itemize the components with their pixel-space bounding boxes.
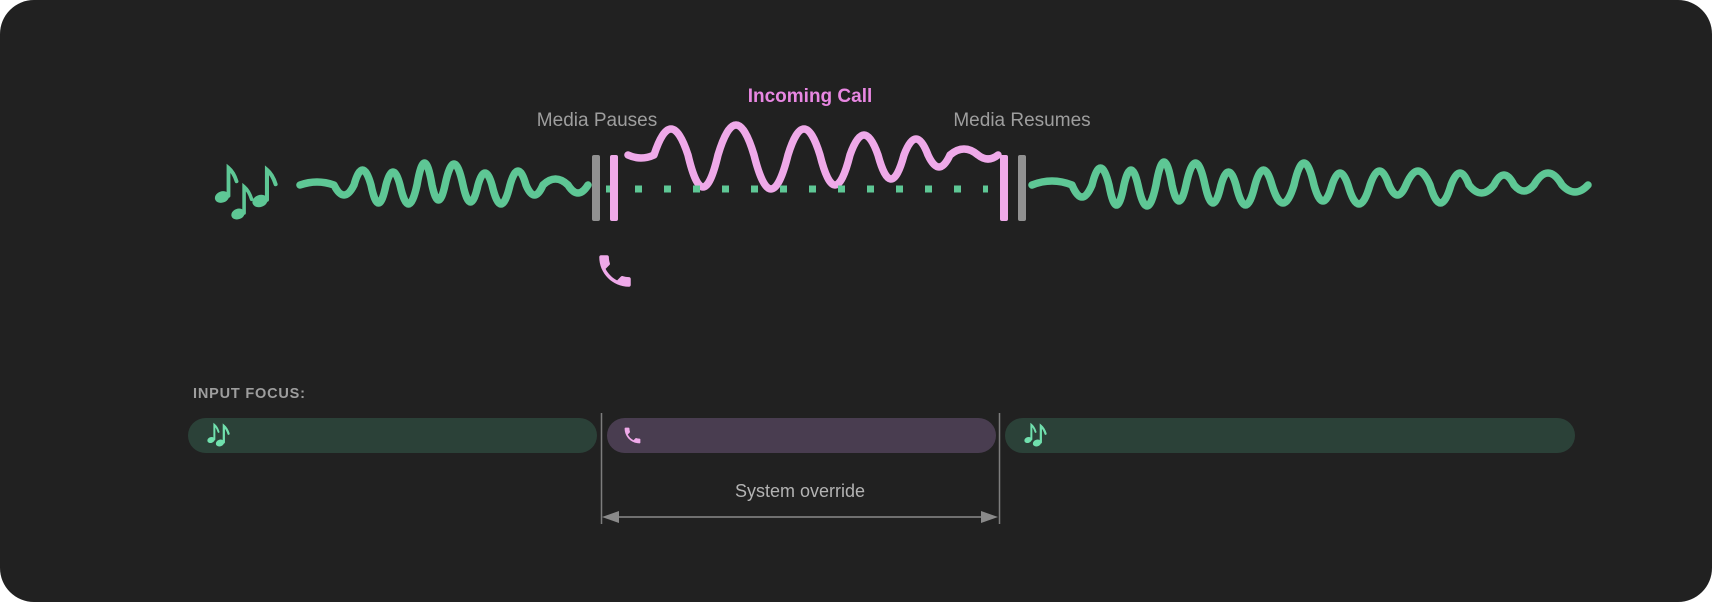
focus-segment-media-after	[1005, 418, 1575, 453]
pause-marker-pink	[610, 155, 618, 221]
call-waveform	[624, 121, 1002, 193]
system-override-label: System override	[734, 481, 866, 501]
resume-marker-gray	[1018, 155, 1026, 221]
input-focus-heading: INPUT FOCUS:	[193, 386, 306, 402]
pause-marker-gray	[592, 155, 600, 221]
override-arrow-head-left	[602, 511, 619, 523]
music-notes-icon	[205, 423, 230, 449]
music-notes-icon	[1022, 423, 1047, 449]
override-arrow-head-right	[981, 511, 998, 523]
media-pauses-label: Media Pauses	[536, 110, 658, 131]
incoming-call-label: Incoming Call	[747, 86, 873, 107]
media-waveform-before	[296, 159, 592, 208]
phone-icon	[624, 427, 641, 444]
media-resumes-label: Media Resumes	[953, 110, 1091, 131]
phone-icon	[599, 255, 631, 287]
media-waveform-after	[1028, 158, 1592, 210]
resume-marker-pink	[1000, 155, 1008, 221]
focus-segment-media-before	[188, 418, 597, 453]
music-notes-icon	[211, 165, 275, 224]
focus-segment-call	[607, 418, 996, 453]
